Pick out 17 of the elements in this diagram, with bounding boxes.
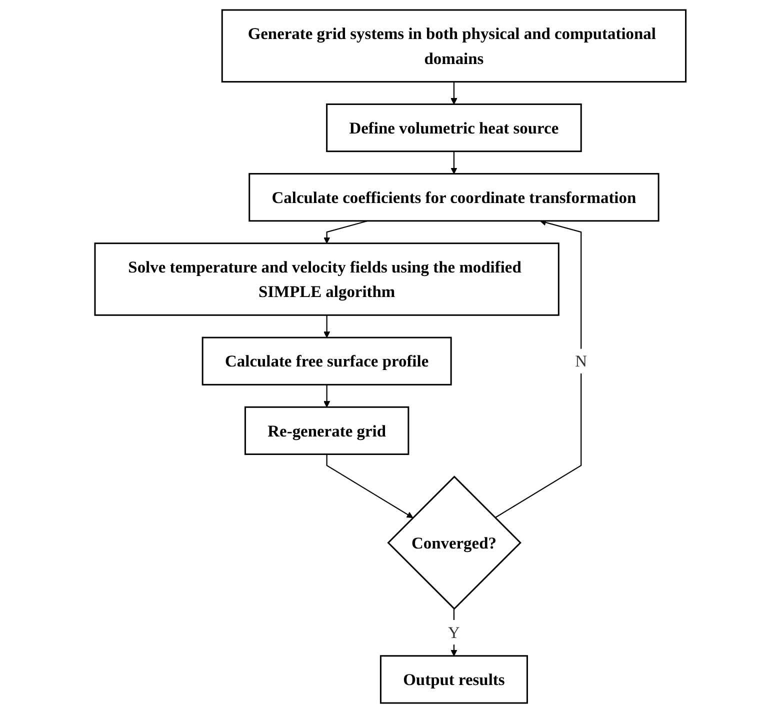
node-box: Define volumetric heat source (326, 103, 582, 152)
node-box: Generate grid systems in both physical and computational domains (220, 9, 686, 83)
node-box: Calculate free surface profile (201, 336, 452, 386)
node-box: Solve temperature and velocity fields using the modified SIMPLE algorithm (94, 242, 560, 316)
arrow (323, 220, 368, 244)
arrow (494, 219, 582, 518)
node-diamond: Converged? (386, 476, 522, 610)
node-box: Calculate coefficients for coordinate transformation (248, 173, 659, 222)
arrow (326, 454, 413, 518)
arrow (450, 151, 457, 174)
edge-label: Y (448, 622, 460, 642)
arrow (323, 384, 330, 408)
arrow (450, 82, 457, 105)
node-box: Output results (380, 655, 528, 704)
arrow (323, 315, 330, 338)
edge-label: N (574, 352, 587, 370)
node-box: Re-generate grid (244, 406, 409, 455)
